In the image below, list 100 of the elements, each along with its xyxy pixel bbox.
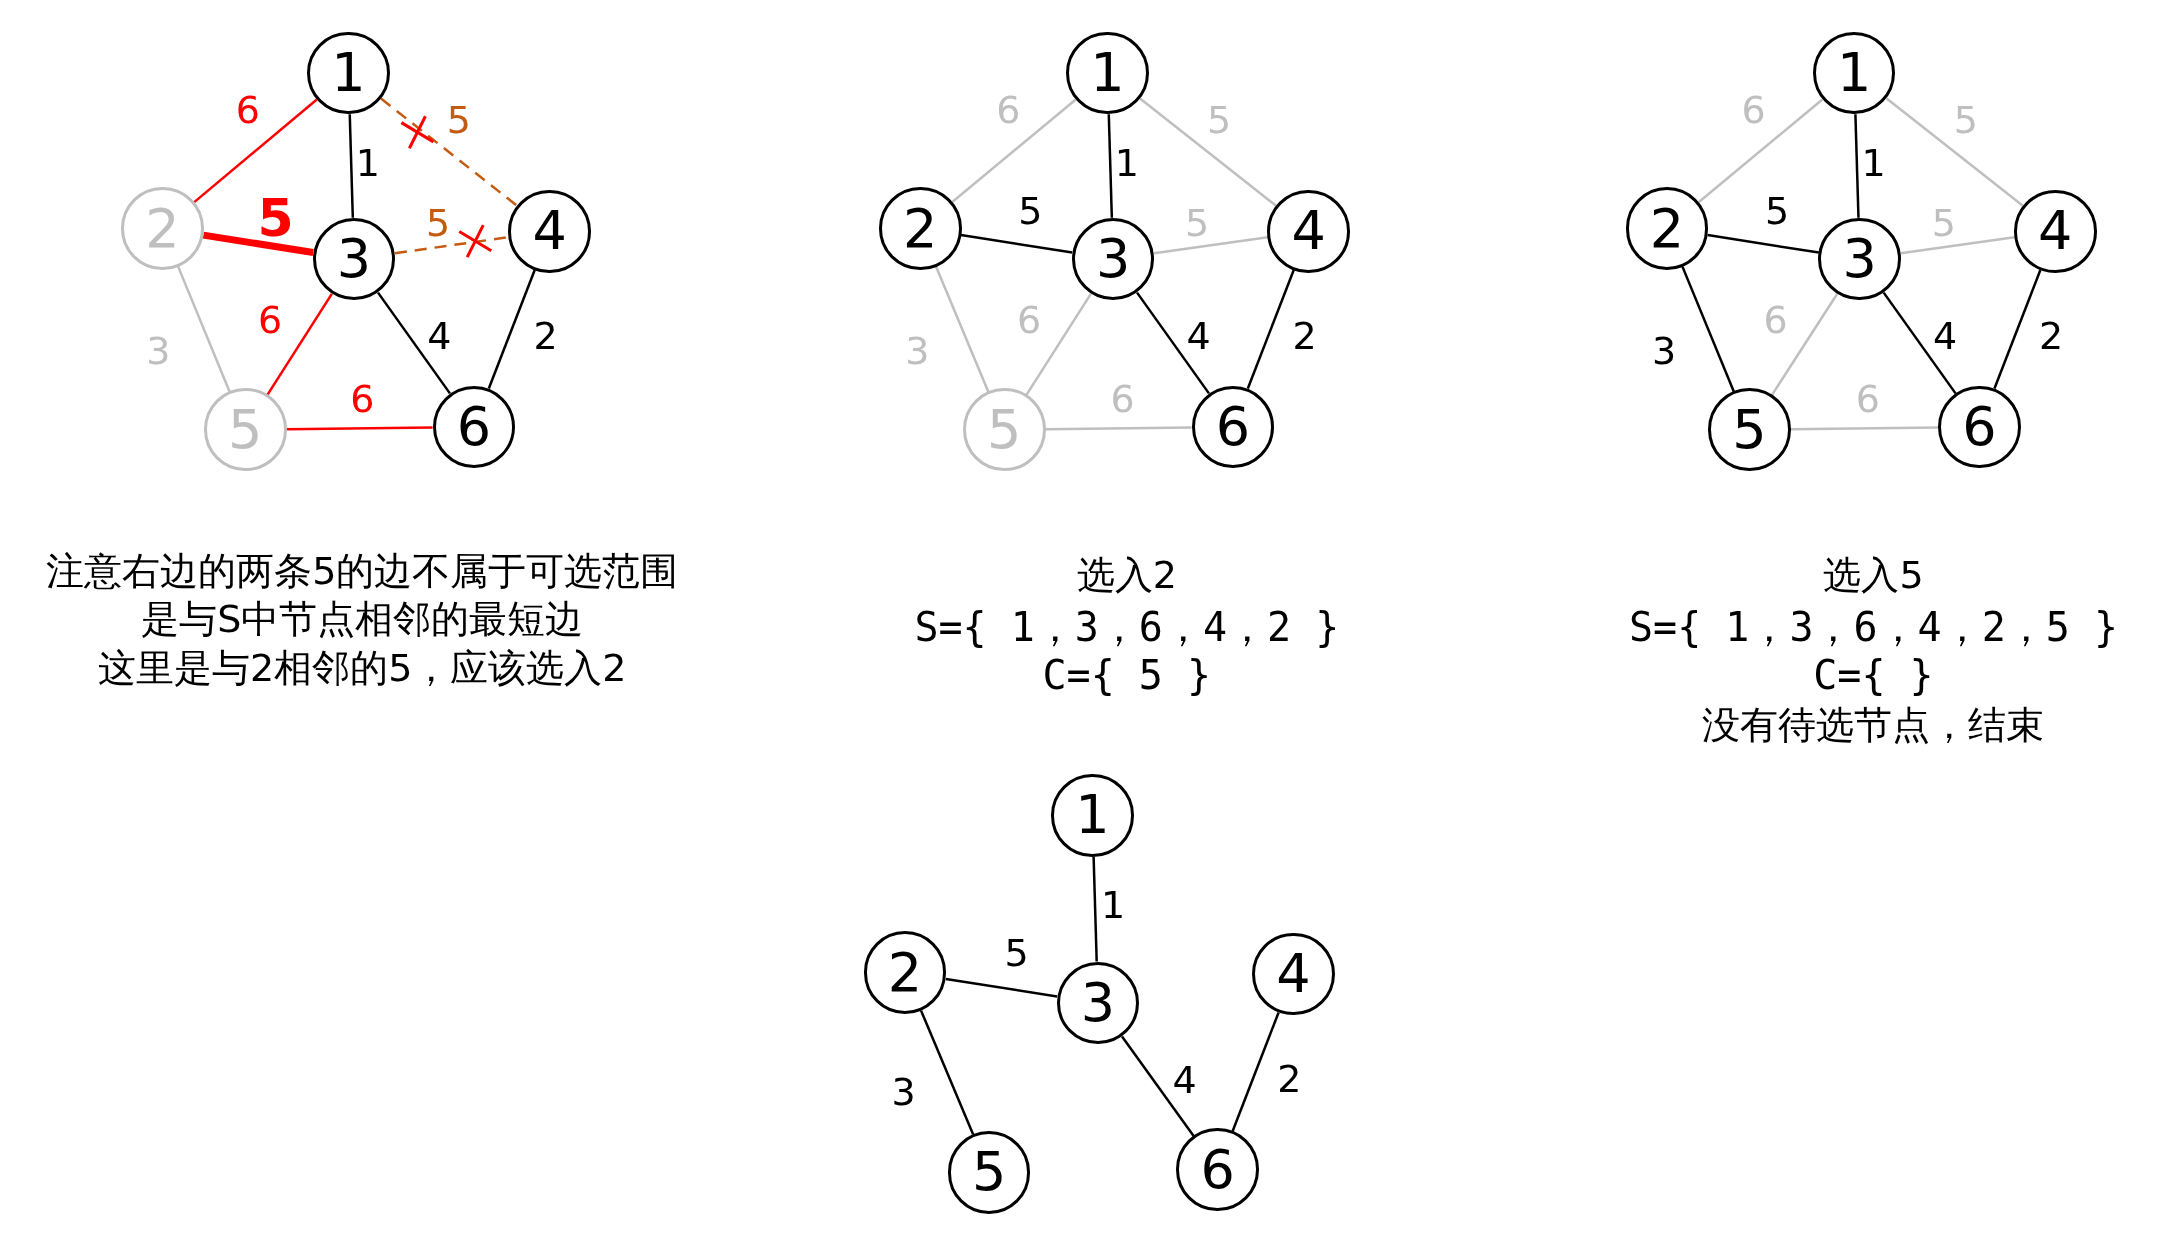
graph-edge [1770,293,1839,396]
edge-label: 4 [427,317,452,356]
graph-edge [202,231,314,256]
edge-label: 3 [891,1073,916,1112]
graph-node: 3 [1818,217,1901,301]
graph-node: 1 [1812,31,1896,115]
graph-edge [193,98,318,204]
graph-node: 5 [962,388,1046,472]
graph-edge [1092,856,1098,962]
graph-edge [1900,235,2015,255]
caption-text: 这里是与2相邻的5，应该选入2 [98,648,627,691]
edge-label: 5 [1764,191,1790,230]
graph-edge [951,98,1077,204]
edge-label: 6 [350,380,375,419]
edge-label: 3 [1652,332,1677,371]
graph-node: 5 [947,1130,1031,1214]
graph-node: 3 [1071,217,1155,301]
graph-edge [1697,98,1824,204]
graph-edge [348,114,355,218]
edge-label: 1 [1114,143,1139,182]
caption-text: 没有待选节点，结束 [1702,705,2045,747]
edge-label: 6 [1741,91,1766,130]
graph-edge [935,266,990,393]
graph-node: 3 [312,217,396,301]
graph-edge [1139,97,1277,207]
edge-label: 5 [1931,204,1956,243]
edge-label: 4 [1933,317,1958,356]
edge-label: 2 [2039,317,2064,356]
graph-edge [945,977,1058,998]
graph-node: 4 [1252,932,1335,1016]
edge-label: 2 [1292,317,1317,356]
edge-label: 1 [1100,886,1126,925]
edge-label: 5 [1004,934,1029,973]
edge-label: 5 [1185,204,1210,243]
graph-edge [1882,291,1957,395]
caption-text: S={ 1，3，6，4，2，5 } [1629,604,2118,649]
edge-label: 5 [1207,100,1232,139]
graph-edge [1993,269,2042,389]
caption-text: C={ 5 } [1042,653,1212,697]
graph-edge [487,269,536,389]
graph-node: 5 [203,388,287,472]
caption-text: C={ } [1813,653,1934,697]
caption-text: 是与S中节点相邻的最短边 [141,599,584,641]
edge-label: 6 [1855,380,1881,419]
edge-label: 5 [446,100,471,139]
caption-text: 选入2 [1076,554,1177,597]
graph-edge [1107,114,1114,218]
graph-node: 1 [1051,774,1134,857]
caption-text: 注意右边的两条5的边不属于可选范围 [46,550,679,593]
edge-label: 6 [1110,380,1135,419]
edge-label: 6 [257,300,283,339]
edge-label: 5 [1018,191,1043,230]
edge-label: 4 [1186,317,1211,356]
graph-node: 6 [1191,385,1275,469]
graph-edge [1231,1012,1280,1132]
graph-edge [394,235,509,255]
edge-label: 3 [146,332,171,371]
graph-edge [1121,1035,1195,1137]
graph-edge [1707,233,1820,254]
edge-label: 3 [905,332,930,371]
edge-label: 6 [235,91,261,130]
graph-node: 1 [1066,31,1149,115]
graph-edge [1854,114,1860,218]
graph-edge [380,97,518,207]
edge-label: 6 [996,91,1021,130]
graph-edge [919,1010,975,1135]
edge-label: 6 [1016,300,1042,339]
graph-node: 6 [1938,385,2021,469]
graph-edge [286,426,433,431]
edge-label: 1 [355,143,380,182]
graph-node: 4 [508,190,591,273]
edge-label: 5 [257,191,294,244]
edge-label: 5 [1953,100,1978,139]
graph-edge [1246,269,1295,389]
graph-node: 2 [878,187,962,270]
graph-node: 5 [1708,388,1791,472]
graph-node: 6 [432,385,516,469]
graph-node: 2 [121,187,204,270]
caption-text: 选入5 [1823,554,1924,597]
graph-node: 2 [863,931,947,1014]
edge-label: 2 [533,317,558,356]
edge-label: 5 [425,204,451,243]
graph-edge [1885,97,2024,207]
caption-text: S={ 1，3，6，4，2 } [914,604,1340,649]
graph-edge [1790,426,1939,431]
edge-label: 6 [1763,300,1788,339]
graph-node: 4 [2013,190,2097,273]
graph-edge [1153,235,1268,255]
graph-edge [177,266,231,393]
graph-edge [1025,293,1092,396]
edge-label: 1 [1861,143,1886,182]
graph-edge [1681,266,1735,393]
graph-edge [1136,291,1210,395]
graph-edge [960,233,1073,254]
graph-node: 2 [1625,187,1709,270]
graph-node: 1 [307,31,390,115]
graph-node: 6 [1176,1128,1260,1211]
graph-edge [377,291,451,395]
edge-label: 2 [1277,1059,1302,1098]
graph-node: 3 [1056,961,1140,1045]
